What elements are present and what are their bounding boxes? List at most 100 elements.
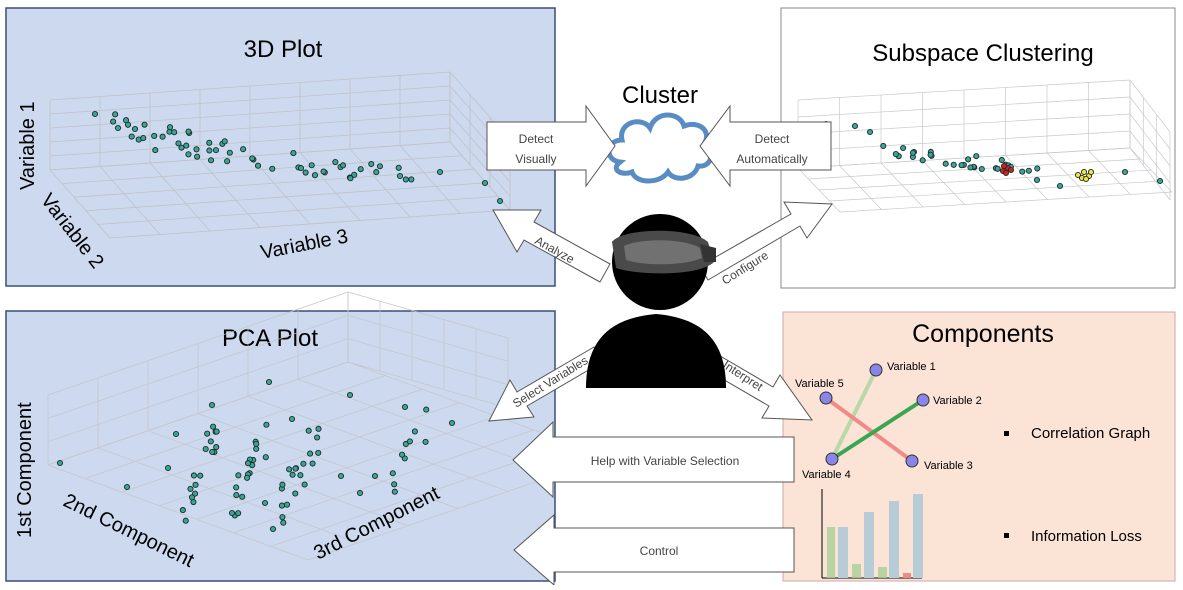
data-point	[337, 472, 345, 480]
data-point	[339, 162, 347, 169]
subspace-panel: Subspace Clustering	[780, 7, 1176, 289]
detect-automatically-label-line-1: Detect	[755, 132, 790, 146]
data-point	[305, 427, 312, 434]
data-point	[124, 121, 132, 128]
data-point	[183, 142, 190, 149]
data-point	[391, 488, 398, 495]
data-point	[309, 460, 316, 467]
data-point	[206, 147, 213, 154]
data-point	[263, 421, 270, 428]
data-point	[1156, 177, 1164, 185]
data-point	[244, 460, 252, 467]
grid-line	[349, 148, 411, 218]
pca-panel: PCA Plot 1st Component 2nd Component 3rd…	[5, 291, 609, 582]
data-point	[998, 156, 1005, 164]
data-point	[900, 144, 907, 152]
data-point	[880, 142, 887, 150]
headset-band	[700, 244, 716, 262]
headset-visor-shine	[624, 240, 702, 265]
data-point	[1087, 168, 1095, 176]
detect-visually-label-line-2: Visually	[515, 152, 556, 166]
data-point	[209, 448, 216, 455]
data-point	[289, 471, 296, 478]
data-point	[164, 464, 172, 472]
data-point	[253, 440, 260, 447]
data-point	[942, 160, 949, 167]
data-point	[411, 428, 418, 435]
data-point	[300, 460, 307, 467]
grid-line	[797, 79, 1131, 101]
data-point	[114, 124, 122, 132]
data-point	[290, 150, 297, 157]
data-point	[401, 403, 409, 411]
detect-automatically-label-line-2: Automatically	[736, 152, 807, 166]
data-point	[909, 149, 917, 156]
grid-line	[1129, 96, 1171, 150]
grid-line	[197, 413, 459, 509]
cluster-cloud-group: Cluster	[606, 82, 714, 184]
data-point	[308, 162, 315, 169]
plot3d-points	[91, 110, 504, 205]
user-with-headset-icon	[586, 214, 726, 388]
data-point	[399, 451, 406, 458]
data-point	[190, 472, 197, 479]
grid-line	[49, 141, 451, 171]
data-point	[1007, 166, 1015, 174]
data-point	[204, 430, 211, 437]
detect-automatically-arrow	[699, 104, 832, 188]
data-point	[244, 474, 251, 481]
data-point	[371, 472, 379, 480]
data-point	[286, 466, 293, 473]
cluster-label: Cluster	[622, 82, 698, 109]
bullet-icon	[1004, 533, 1009, 538]
correlation-graph: Variable 1 Variable 2 Variable 3 Variabl…	[795, 361, 982, 481]
data-point	[481, 179, 489, 187]
data-point	[110, 118, 117, 125]
data-point	[297, 165, 305, 172]
bar	[838, 527, 848, 578]
subspace-points	[822, 120, 1164, 190]
data-point	[159, 133, 166, 140]
plot3d-title: 3D Plot	[244, 36, 323, 63]
data-point	[278, 502, 285, 509]
data-point	[166, 124, 174, 131]
data-point	[224, 158, 231, 165]
grid-line	[49, 127, 451, 157]
data-point	[302, 169, 309, 176]
grid-line	[49, 169, 111, 239]
data-point	[973, 153, 980, 160]
grid-line	[85, 182, 487, 212]
grid-line	[247, 396, 509, 492]
data-point	[396, 172, 404, 180]
data-point	[91, 110, 99, 118]
edge-variable-1-variable-4	[830, 369, 878, 460]
data-point	[208, 401, 216, 409]
data-point	[402, 176, 409, 183]
bar	[913, 494, 923, 578]
data-point	[347, 175, 354, 182]
data-point	[356, 489, 364, 497]
data-point	[280, 519, 287, 526]
node-label-variable-3: Variable 3	[924, 460, 973, 472]
data-point	[239, 493, 246, 500]
arrows	[486, 104, 833, 587]
data-point	[171, 129, 178, 136]
data-point	[212, 147, 220, 154]
detect-visually-label-line-1: Detect	[519, 132, 554, 146]
grid-line	[109, 209, 511, 239]
data-point	[351, 171, 358, 178]
data-point	[207, 157, 215, 164]
data-point	[376, 163, 383, 170]
bar	[827, 527, 835, 578]
bar	[864, 512, 874, 578]
node-label-variable-4: Variable 4	[802, 469, 851, 481]
data-point	[389, 470, 396, 477]
data-point	[112, 111, 119, 118]
data-point	[151, 132, 158, 139]
bar	[889, 501, 899, 578]
data-point	[141, 121, 148, 128]
data-point	[292, 490, 299, 497]
data-point	[221, 138, 228, 145]
data-point	[56, 459, 64, 467]
data-point	[235, 510, 242, 517]
